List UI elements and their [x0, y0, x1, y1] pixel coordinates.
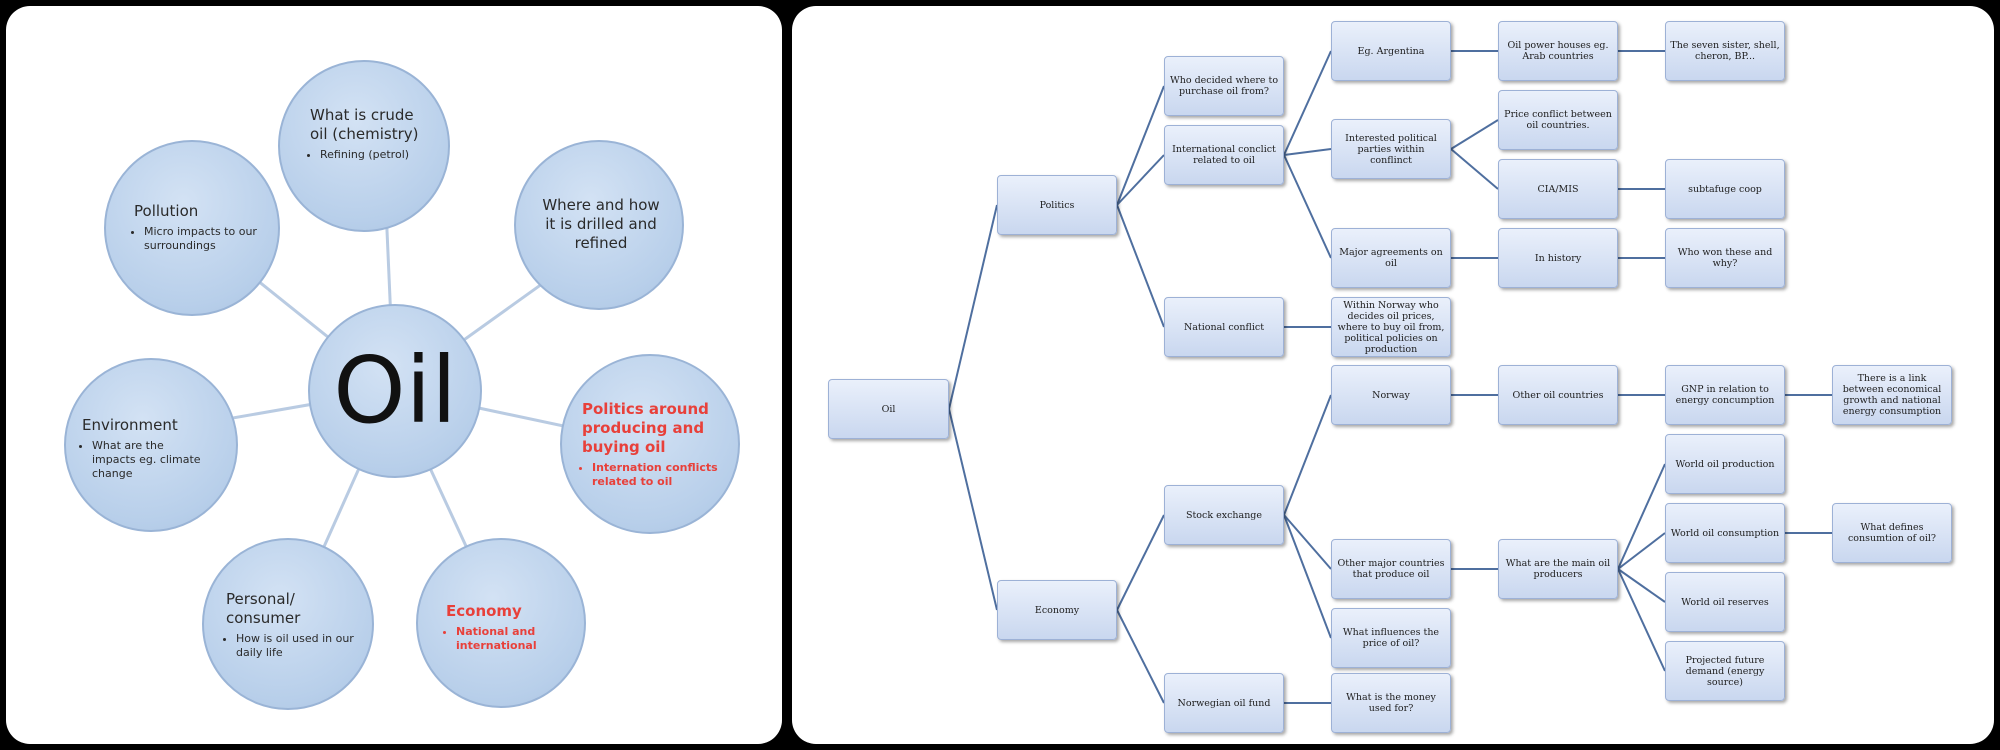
node-world-reserves: World oil reserves — [1665, 572, 1785, 632]
bubble-environment: Environment What are the impacts eg. cli… — [64, 358, 238, 532]
node-argentina: Eg. Argentina — [1331, 21, 1451, 81]
node-world-consumption: World oil consumption — [1665, 503, 1785, 563]
node-who-decided: Who decided where to purchase oil from? — [1164, 56, 1284, 116]
bubble-title: Environment — [82, 416, 178, 434]
node-stock-exchange: Stock exchange — [1164, 485, 1284, 545]
bubble-personal: Personal/ consumer How is oil used in ou… — [202, 538, 374, 710]
node-within-norway: Within Norway who decides oil prices, wh… — [1331, 297, 1451, 357]
bubble-bullet: Micro impacts to our surroundings — [144, 225, 260, 253]
node-world-production: World oil production — [1665, 434, 1785, 494]
bubble-drilled: Where and how it is drilled and refined — [514, 140, 684, 310]
node-gnp: GNP in relation to energy concumption — [1665, 365, 1785, 425]
center-title: Oil — [333, 337, 457, 444]
node-who-won: Who won these and why? — [1665, 228, 1785, 288]
bubble-title: Personal/ consumer — [226, 590, 301, 627]
bubble-title: Pollution — [134, 202, 199, 220]
bubble-crude-oil: What is crude oil (chemistry) Refining (… — [278, 60, 450, 232]
node-projected-demand: Projected future demand (energy source) — [1665, 641, 1785, 701]
tree-connectors — [948, 50, 1832, 704]
node-norwegian-oil-fund: Norwegian oil fund — [1164, 673, 1284, 733]
bubble-bullet: Internation conflicts related to oil — [592, 461, 728, 489]
bubble-title: Where and how it is drilled and refined — [542, 196, 660, 252]
tree-panel: Oil Politics Economy Who decided where t… — [792, 6, 1994, 744]
bubble-center-oil: Oil — [308, 304, 482, 478]
node-main-oil-producers: What are the main oil producers — [1498, 539, 1618, 599]
node-price-conflict: Price conflict between oil countries. — [1498, 90, 1618, 150]
mindmap-panel: What is crude oil (chemistry) Refining (… — [6, 6, 782, 744]
node-national-conflict: National conflict — [1164, 297, 1284, 357]
bubble-bullet: Refining (petrol) — [320, 148, 430, 162]
node-major-agreements: Major agreements on oil — [1331, 228, 1451, 288]
bubble-politics: Politics around producing and buying oil… — [560, 354, 740, 534]
bubble-bullet: What are the impacts eg. climate change — [92, 439, 208, 481]
node-norway: Norway — [1331, 365, 1451, 425]
node-in-history: In history — [1498, 228, 1618, 288]
bubble-bullet: How is oil used in our daily life — [236, 632, 356, 660]
node-other-oil-countries: Other oil countries — [1498, 365, 1618, 425]
bubble-title: Economy — [446, 602, 522, 620]
node-influences-price: What influences the price of oil? — [1331, 608, 1451, 668]
node-money-used: What is the money used for? — [1331, 673, 1451, 733]
node-politics: Politics — [997, 175, 1117, 235]
node-cia-mis: CIA/MIS — [1498, 159, 1618, 219]
node-oil: Oil — [828, 379, 949, 439]
node-seven-sisters: The seven sister, shell, cheron, BP... — [1665, 21, 1785, 81]
node-defines-consumption: What defines consumtion of oil? — [1832, 503, 1952, 563]
bubble-bullet: National and international — [456, 625, 566, 653]
node-international-conflict: International conclict related to oil — [1164, 125, 1284, 185]
bubble-pollution: Pollution Micro impacts to our surroundi… — [104, 140, 280, 316]
bubble-title: Politics around producing and buying oil — [582, 400, 709, 456]
node-economy: Economy — [997, 580, 1117, 640]
bubble-title: What is crude oil (chemistry) — [310, 106, 419, 143]
node-growth-link: There is a link between economical growt… — [1832, 365, 1952, 425]
node-subtafuge-coop: subtafuge coop — [1665, 159, 1785, 219]
node-other-major-countries: Other major countries that produce oil — [1331, 539, 1451, 599]
node-interested-parties: Interested political parties within conf… — [1331, 119, 1451, 179]
node-oil-power-houses: Oil power houses eg. Arab countries — [1498, 21, 1618, 81]
bubble-economy: Economy National and international — [416, 538, 586, 708]
